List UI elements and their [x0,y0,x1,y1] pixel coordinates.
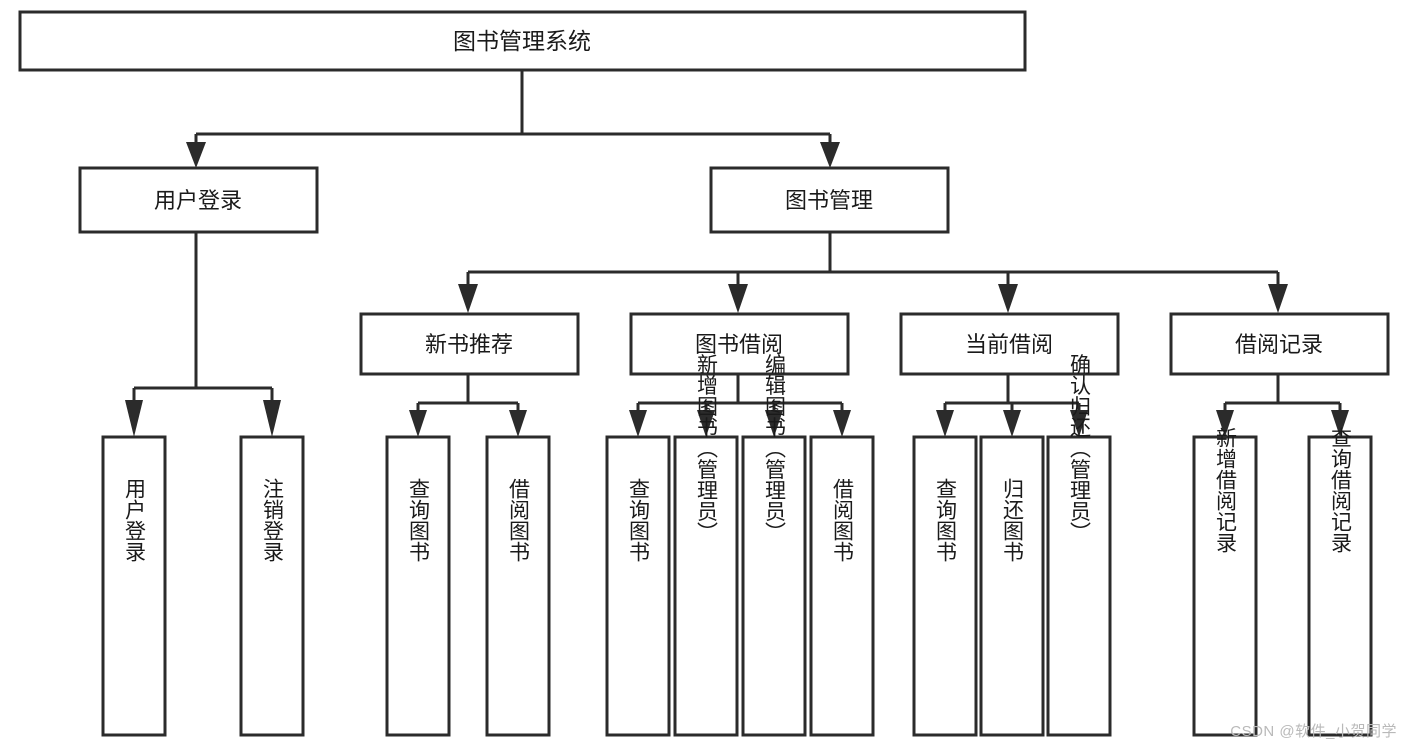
arrowhead-leaf-cb-confirm [1070,410,1088,437]
arrowhead-leaf-bb-query [629,410,647,437]
leaf-cb-return-box[interactable] [979,435,1045,737]
arrowhead-leaf-user-login [125,400,143,437]
node-root-box[interactable] [18,10,1027,72]
leaf-bb-query-box[interactable] [605,435,671,737]
arrowhead-leaf-cb-return [1003,410,1021,437]
leaf-node[interactable]: 注销登录 [239,435,305,737]
leaf-cb-return-label: 归还图书 [1001,478,1025,562]
leaf-node[interactable]: 新增图书（管理员） [673,354,739,737]
arrowhead-leaf-bb-add [697,410,715,437]
edges-book-borrow-to-leaves [629,373,851,437]
leaf-node[interactable]: 编辑图书（管理员） [741,354,807,737]
node-current-borrow[interactable]: 当前借阅 [899,312,1120,376]
leaf-logout-box[interactable] [239,435,305,737]
edges-new-book-to-leaves [409,373,527,437]
node-root[interactable]: 图书管理系统 [18,10,1027,72]
leaf-nb-query-box[interactable] [385,435,451,737]
leaf-cb-confirm-box[interactable] [1046,435,1112,737]
leaf-node[interactable]: 查询图书 [605,435,671,737]
leaf-node[interactable]: 归还图书 [979,435,1045,737]
arrowhead-user-login [186,142,206,168]
leaf-bb-edit-box[interactable] [741,435,807,737]
node-user-login[interactable]: 用户登录 [78,166,319,234]
node-user-login-label: 用户登录 [154,188,242,213]
node-root-label: 图书管理系统 [453,28,591,54]
leaf-cb-query-box[interactable] [912,435,978,737]
leaf-br-add-box[interactable] [1192,435,1258,737]
node-current-borrow-box[interactable] [899,312,1120,376]
leaf-user-login-label: 用户登录 [123,478,147,562]
leaf-user-login-box[interactable] [101,435,167,737]
node-current-borrow-label: 当前借阅 [965,332,1053,357]
node-book-borrow-box[interactable] [629,312,850,376]
edges-root-to-level1 [186,70,840,168]
leaf-br-query-box[interactable] [1307,435,1373,737]
leaf-cb-query-label: 查询图书 [934,478,958,562]
edges-borrow-record-to-leaves [1216,373,1349,437]
edges-user-login-to-leaves [125,232,281,437]
node-book-manage[interactable]: 图书管理 [709,166,950,234]
leaf-nb-borrow-label: 借阅图书 [507,478,531,562]
arrowhead-leaf-bb-edit [765,410,783,437]
leaf-nb-query-label: 查询图书 [407,478,431,562]
leaf-node[interactable]: 新增借阅记录 [1192,427,1258,737]
arrowhead-leaf-br-query [1331,410,1349,437]
arrowhead-leaf-logout [263,400,281,437]
arrowhead-borrow-record [1268,284,1288,313]
leaf-node[interactable]: 用户登录 [101,435,167,737]
node-new-book-recommend[interactable]: 新书推荐 [359,312,580,376]
edges-current-borrow-to-leaves [936,373,1088,437]
arrowhead-current-borrow [998,284,1018,313]
node-book-borrow[interactable]: 图书借阅 [629,312,850,376]
leaf-bb-add-box[interactable] [673,435,739,737]
leaf-bb-borrow-box[interactable] [809,435,875,737]
arrowhead-book-manage [820,142,840,168]
leaf-node[interactable]: 查询图书 [385,435,451,737]
leaf-node[interactable]: 借阅图书 [809,435,875,737]
node-borrow-record-box[interactable] [1169,312,1390,376]
leaf-nb-borrow-box[interactable] [485,435,551,737]
arrowhead-leaf-br-add [1216,410,1234,437]
node-book-borrow-label: 图书借阅 [695,332,783,357]
leaf-bb-add-label: 新增图书（管理员） [695,354,719,543]
arrowhead-leaf-cb-query [936,410,954,437]
leaf-node[interactable]: 确认归还（管理员） [1046,354,1112,737]
leaf-br-add-label: 新增借阅记录 [1214,427,1238,553]
leaf-logout-label: 注销登录 [261,478,285,562]
node-borrow-record-label: 借阅记录 [1235,332,1323,357]
node-book-manage-box[interactable] [709,166,950,234]
edges-book-manage-to-level2 [458,232,1288,313]
arrowhead-leaf-nb-query [409,410,427,437]
node-book-manage-label: 图书管理 [785,188,873,213]
node-new-book-recommend-box[interactable] [359,312,580,376]
arrowhead-new-book-recommend [458,284,478,313]
leaf-br-query-label: 查询借阅记录 [1329,427,1353,553]
leaf-node[interactable]: 查询图书 [912,435,978,737]
node-borrow-record[interactable]: 借阅记录 [1169,312,1390,376]
arrowhead-leaf-bb-borrow [833,410,851,437]
leaf-bb-edit-label: 编辑图书（管理员） [763,354,787,543]
leaf-bb-borrow-label: 借阅图书 [831,478,855,562]
leaf-bb-query-label: 查询图书 [627,478,651,562]
arrowhead-leaf-nb-borrow [509,410,527,437]
node-user-login-box[interactable] [78,166,319,234]
node-new-book-recommend-label: 新书推荐 [425,332,513,357]
arrowhead-book-borrow [728,284,748,313]
leaf-node[interactable]: 查询借阅记录 [1307,427,1373,737]
leaf-node[interactable]: 借阅图书 [485,435,551,737]
leaf-cb-confirm-label: 确认归还（管理员） [1068,354,1092,543]
